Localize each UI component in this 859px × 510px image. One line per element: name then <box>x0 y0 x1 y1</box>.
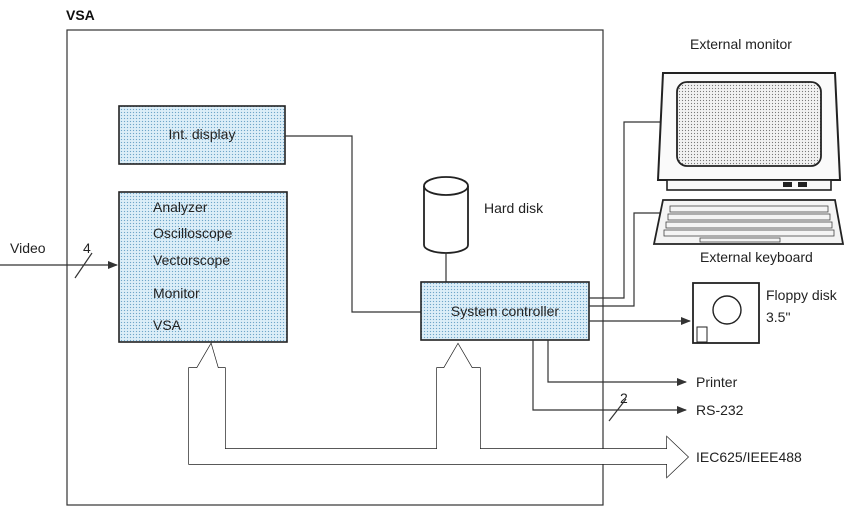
monitor-link <box>589 121 662 299</box>
printer-label: Printer <box>696 374 738 390</box>
video-label: Video <box>10 240 46 256</box>
analyzer-label: Analyzer <box>153 199 208 215</box>
iec-bus-label: IEC625/IEEE488 <box>696 449 802 465</box>
rs232-bus-width: 2 <box>620 390 628 406</box>
hard-disk-label: Hard disk <box>484 200 544 216</box>
video-bus-width: 4 <box>83 240 91 256</box>
int-display-link <box>285 135 421 313</box>
rs232-label: RS-232 <box>696 402 744 418</box>
int-display-block: Int. display <box>118 105 286 165</box>
rs232-bus-slash <box>608 398 627 422</box>
floppy-disk-icon <box>692 282 760 344</box>
system-controller-label: System controller <box>451 303 559 319</box>
int-display-label: Int. display <box>169 126 236 142</box>
iec-bus <box>188 342 690 479</box>
diagram-title: VSA <box>66 7 95 23</box>
monitor-label: Monitor <box>153 285 200 301</box>
hard-disk-icon <box>423 176 469 254</box>
oscilloscope-label: Oscilloscope <box>153 225 233 241</box>
floppy-label-line1: Floppy disk <box>766 287 838 303</box>
external-keyboard-icon <box>652 199 845 245</box>
external-keyboard-label: External keyboard <box>700 249 813 265</box>
system-controller-block: System controller <box>420 281 590 341</box>
rs232-link <box>532 340 687 414</box>
external-monitor-label: External monitor <box>690 36 792 52</box>
external-monitor-icon <box>656 72 842 191</box>
floppy-label-line2: 3.5" <box>766 309 790 325</box>
vectorscope-label: Vectorscope <box>153 252 230 268</box>
video-bus-slash <box>74 252 93 279</box>
keyboard-link <box>589 212 662 307</box>
printer-link <box>547 340 687 386</box>
vsa-mode-label: VSA <box>153 317 182 333</box>
vsa-enclosure <box>66 29 604 506</box>
analyzer-block: Analyzer Oscilloscope Vectorscope Monito… <box>118 191 288 343</box>
